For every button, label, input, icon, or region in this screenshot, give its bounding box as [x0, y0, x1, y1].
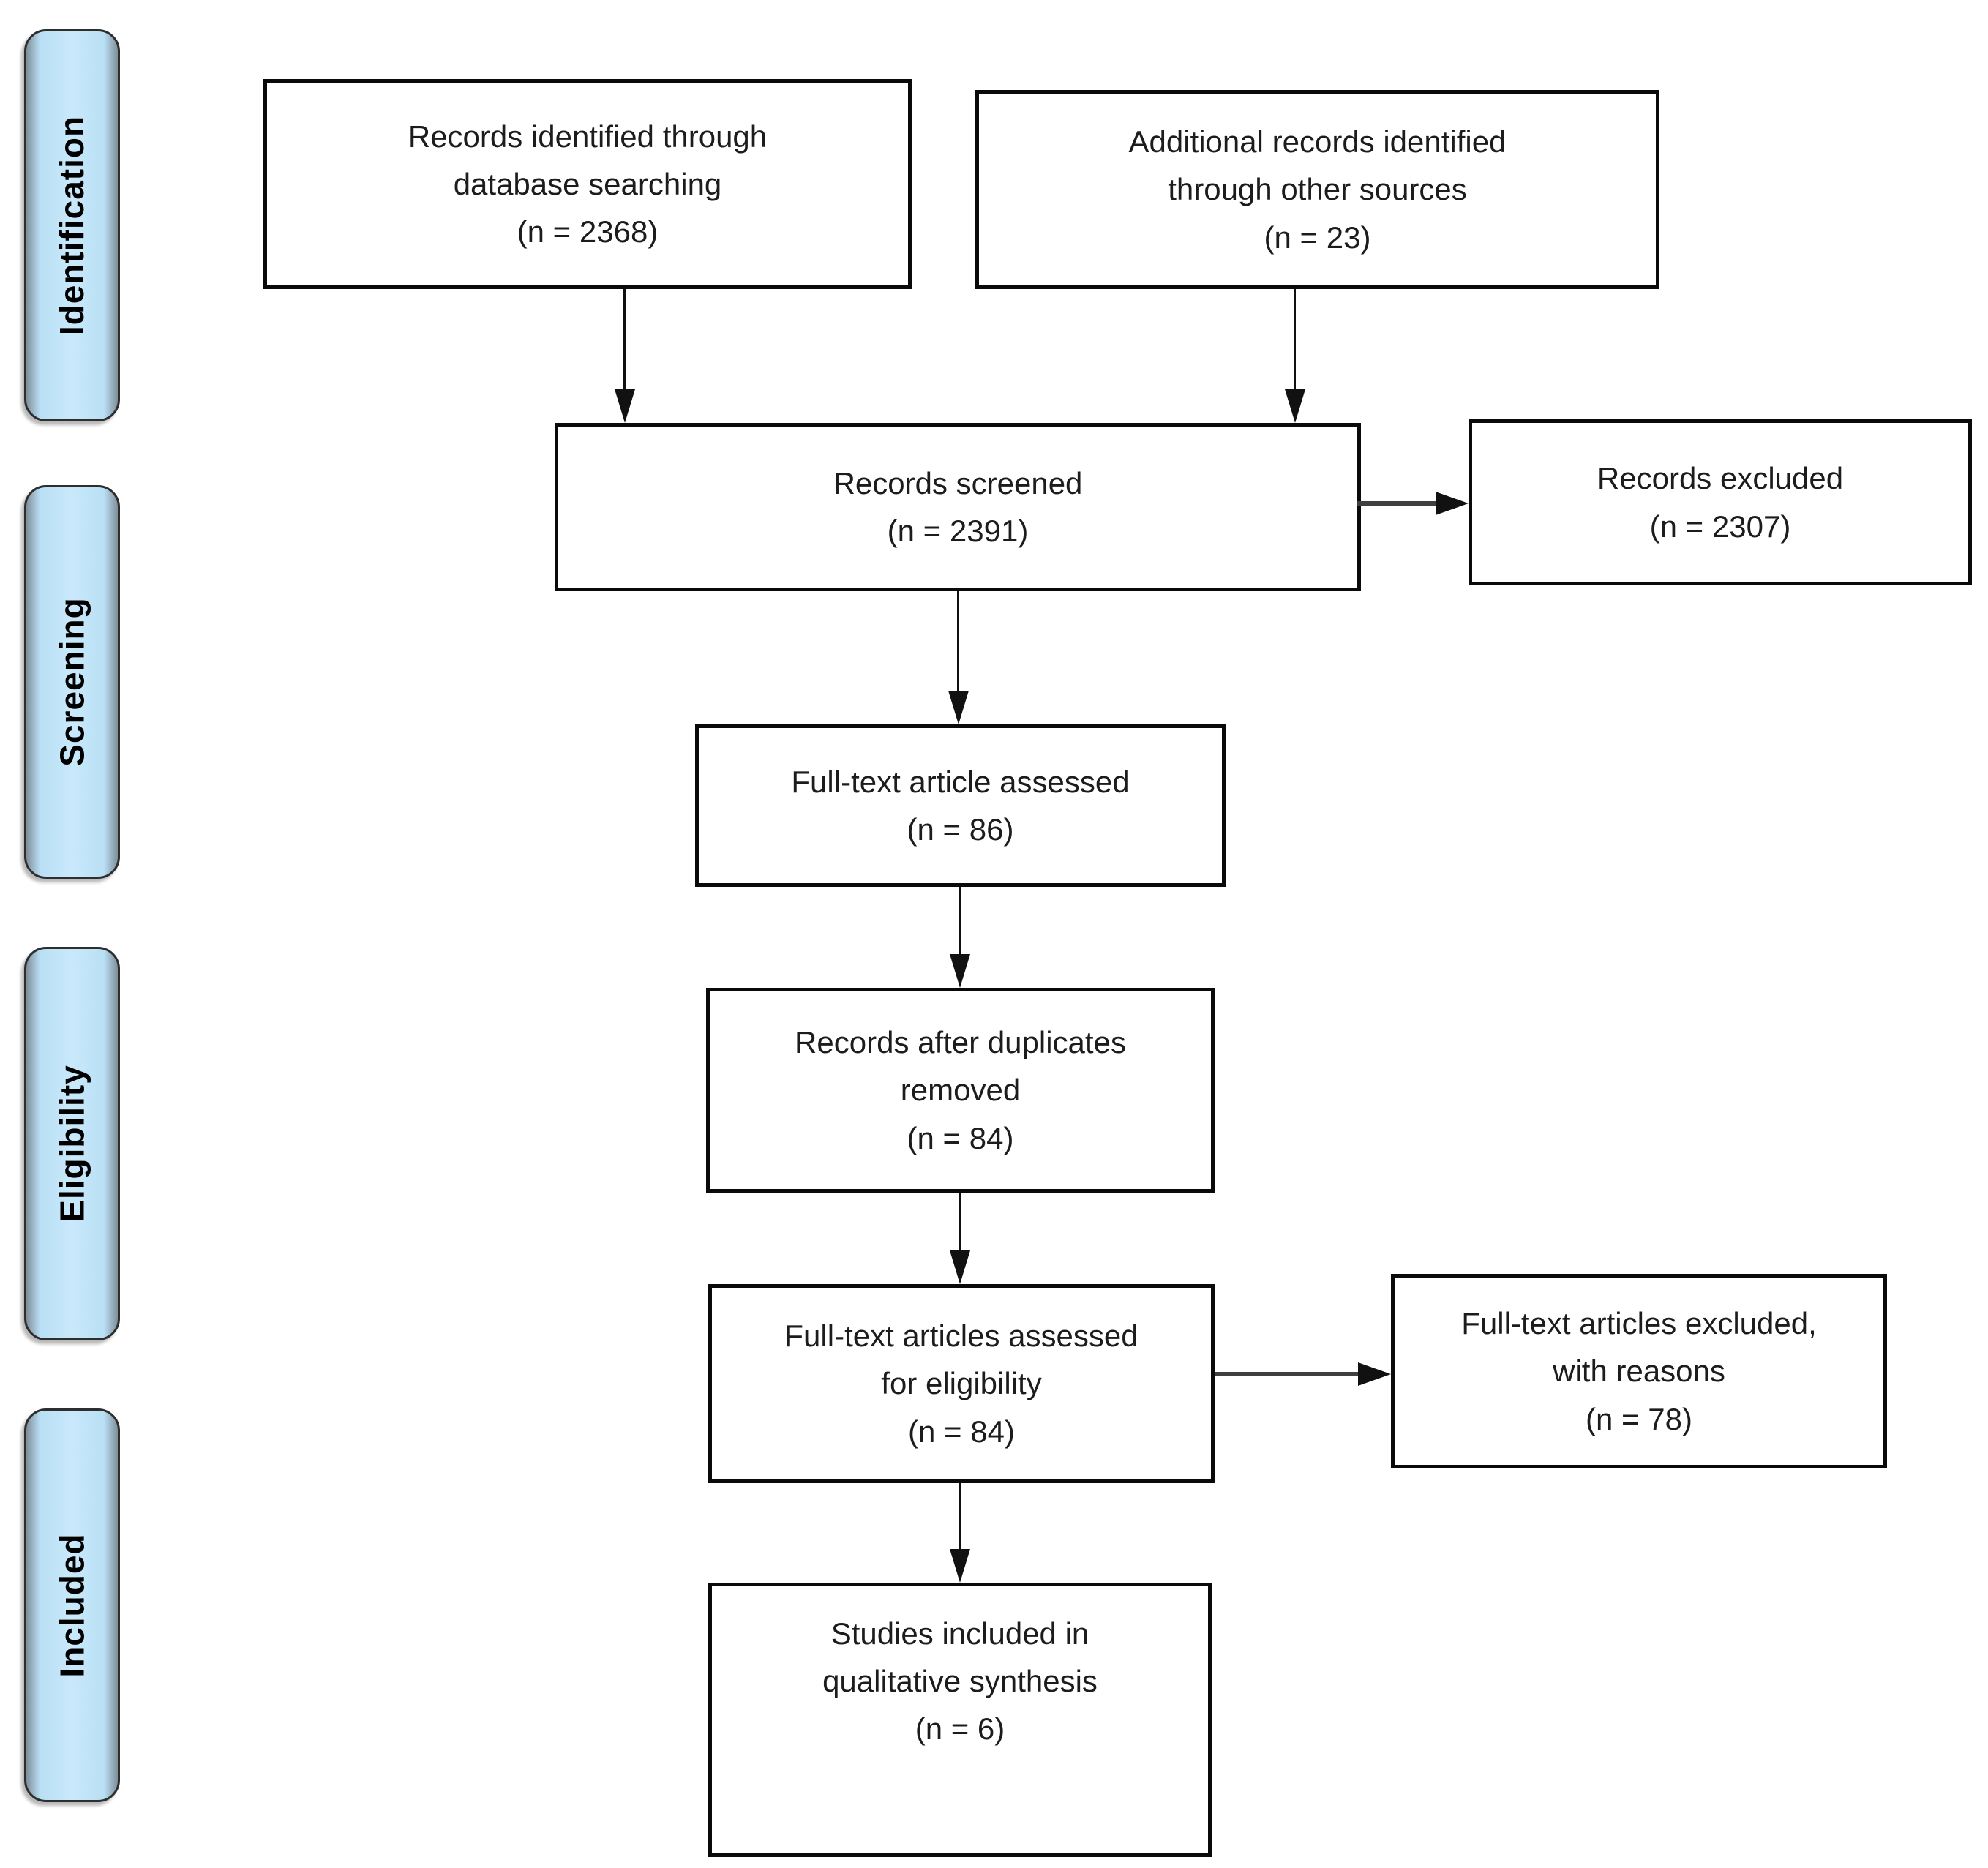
- arrowhead-eligibility-to-included: [950, 1549, 970, 1583]
- arrow-assessed-to-duplicates: [959, 887, 961, 954]
- arrow-additional-to-screened: [1294, 289, 1296, 389]
- arrowhead-eligibility-to-excluded: [1358, 1362, 1391, 1386]
- stage-label-eligibility-text: Eligibility: [53, 1065, 91, 1223]
- stage-label-screening-text: Screening: [53, 597, 91, 767]
- node-fulltext-assessed: Full-text article assessed(n = 86): [695, 724, 1226, 887]
- stage-label-included-text: Included: [53, 1533, 91, 1678]
- arrowhead-screened-to-assessed: [948, 691, 969, 724]
- node-records-screened: Records screened(n = 2391): [555, 423, 1361, 591]
- stage-label-identification: Identification: [24, 29, 120, 421]
- node-records-screened-text: Records screened(n = 2391): [833, 465, 1083, 548]
- arrowhead-duplicates-to-eligibility: [950, 1250, 970, 1284]
- node-records-excluded: Records excluded(n = 2307): [1469, 419, 1972, 585]
- stage-label-identification-text: Identification: [53, 115, 91, 336]
- arrow-eligibility-to-included: [959, 1483, 961, 1549]
- arrowhead-additional-to-screened: [1285, 389, 1305, 423]
- arrowhead-assessed-to-duplicates: [950, 954, 970, 988]
- stage-label-included: Included: [24, 1408, 120, 1802]
- node-fulltext-excluded-text: Full-text articles excluded,with reasons…: [1461, 1306, 1817, 1436]
- arrow-screened-to-assessed: [957, 591, 959, 691]
- stage-label-screening: Screening: [24, 485, 120, 879]
- node-records-excluded-text: Records excluded(n = 2307): [1597, 461, 1844, 544]
- arrow-screened-to-excluded: [1357, 501, 1436, 506]
- arrowhead-identified-to-screened: [615, 389, 635, 423]
- arrow-identified-to-screened: [623, 289, 626, 389]
- arrow-duplicates-to-eligibility: [959, 1193, 961, 1250]
- node-fulltext-assessed-text: Full-text article assessed(n = 86): [791, 764, 1130, 847]
- arrow-eligibility-to-excluded: [1215, 1372, 1358, 1376]
- stage-label-eligibility: Eligibility: [24, 947, 120, 1340]
- node-fulltext-excluded: Full-text articles excluded,with reasons…: [1391, 1274, 1887, 1468]
- arrowhead-screened-to-excluded: [1436, 492, 1469, 515]
